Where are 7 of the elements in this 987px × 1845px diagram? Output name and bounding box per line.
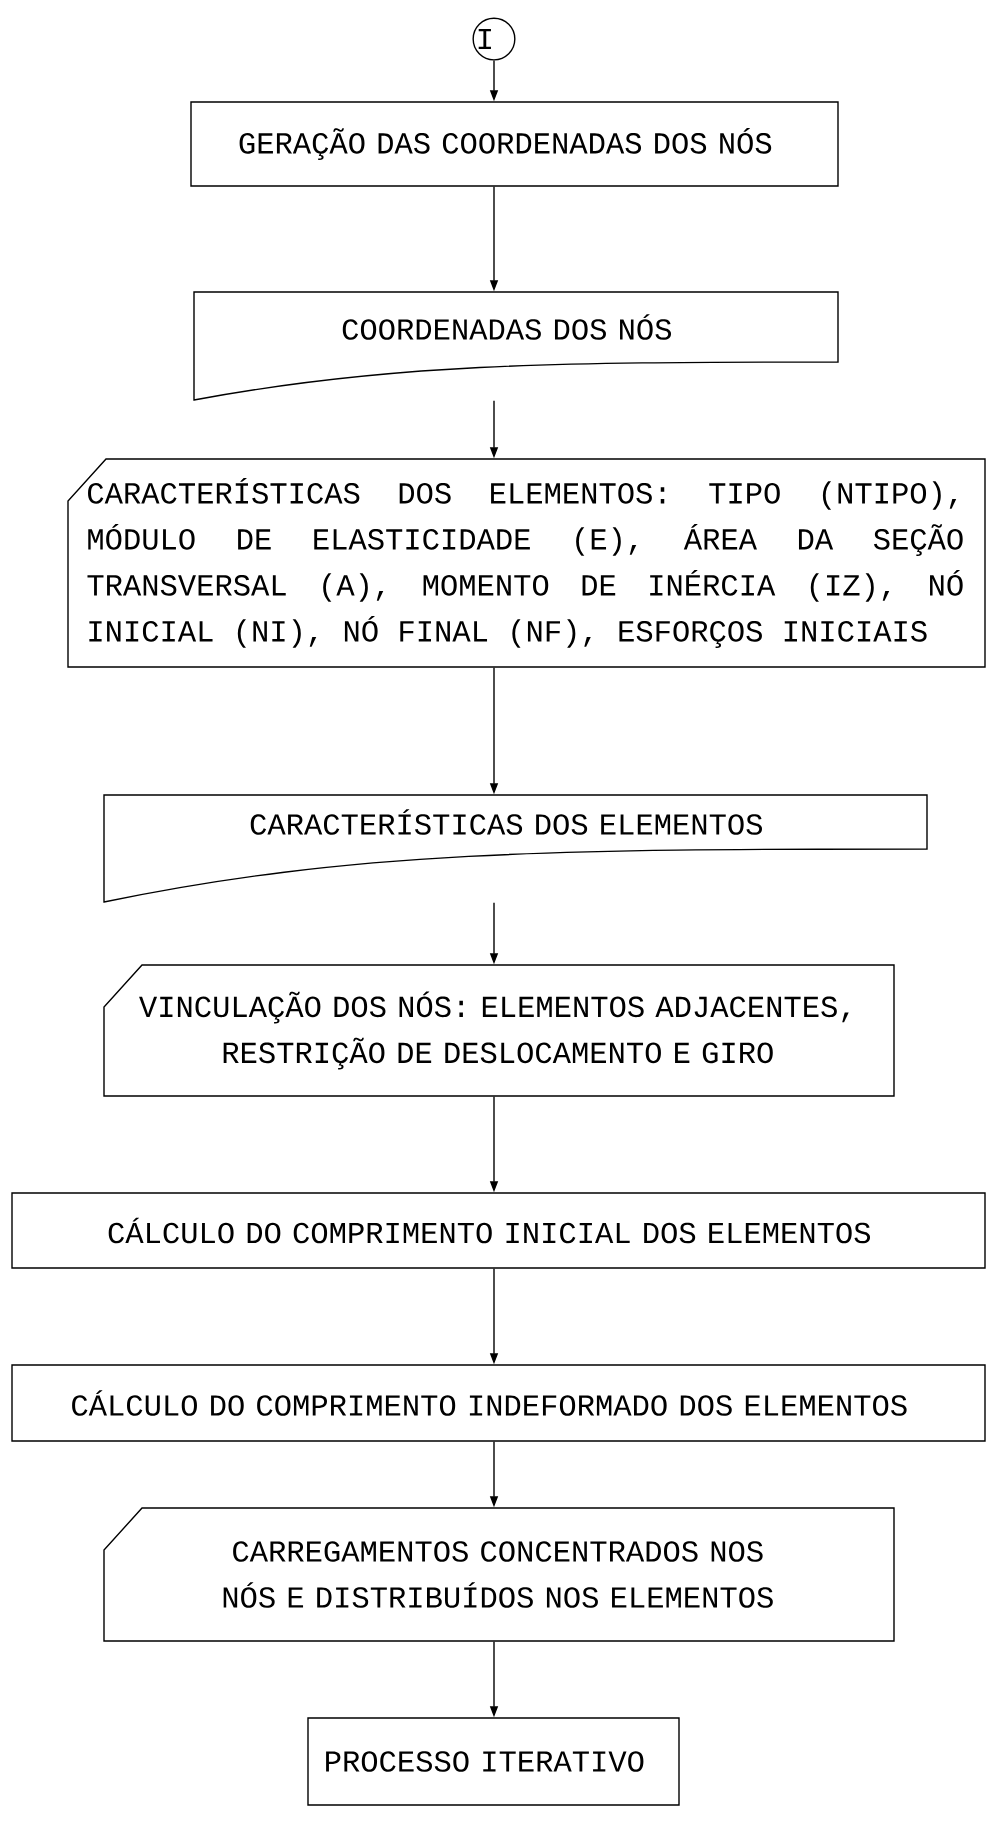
process-box: CÁLCULO DO COMPRIMENTO INDEFORMADO DOS ELEMENTOS (11, 1364, 986, 1442)
process-box: GERAÇÃO DAS COORDENADAS DOS NÓS (190, 101, 839, 187)
input-card: VINCULAÇÃO DOS NÓS: ELEMENTOS ADJACENTES, RESTRIÇÃO DE DESLOCAMENTO E GIRO (103, 964, 895, 1097)
input-card: CARACTERÍSTICAS DOS ELEMENTOS: TIPO (NTIPO), MÓDULO DE ELASTICIDADE (E), ÁREA DA SEÇÃO TRANSVERSAL (A), MOMENTO DE INÉRCIA (IZ), NÓ INICIAL (NI), NÓ FINAL (NF), ESFORÇOS INICIAIS (67, 458, 986, 668)
process-box: PROCESSO ITERATIVO (307, 1717, 680, 1806)
process-box: CÁLCULO DO COMPRIMENTO INICIAL DOS ELEMENTOS (11, 1192, 986, 1269)
input-card: CARREGAMENTOS CONCENTRADOS NOS NÓS E DISTRIBUÍDOS NOS ELEMENTOS (103, 1507, 895, 1642)
